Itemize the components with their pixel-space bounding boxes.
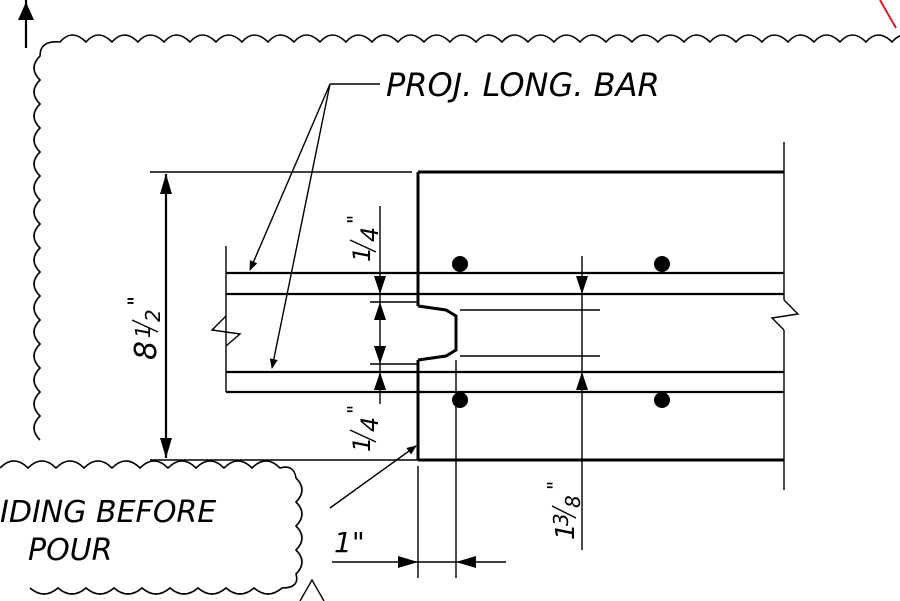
top-offset-inch: " xyxy=(343,215,367,224)
key-width-label: 1" xyxy=(334,526,365,559)
bottom-offset-num: 1 xyxy=(348,437,376,452)
key-width-dimension xyxy=(332,360,506,578)
gap-whole: 1 xyxy=(551,523,581,540)
quarter-inch-dimensions xyxy=(370,206,418,404)
gap-inch: " xyxy=(543,481,567,490)
depth-frac-den: 2 xyxy=(141,309,165,322)
leader-upper-bar xyxy=(249,83,331,271)
rebar-bottom-right xyxy=(654,392,670,408)
gap-frac-num: 3 xyxy=(549,513,573,526)
revision-cloud-note xyxy=(0,460,303,595)
bottom-offset-inch: " xyxy=(343,405,367,414)
revision-triangle xyxy=(299,578,325,601)
rebar-top-left xyxy=(452,256,468,272)
gap-frac-den: 8 xyxy=(561,495,585,508)
red-revision-mark xyxy=(879,0,897,29)
revision-cloud-main xyxy=(33,34,900,441)
top-offset-num: 1 xyxy=(348,247,376,262)
rebar-top-right xyxy=(654,256,670,272)
overall-depth-dimension: 8 1 2 " xyxy=(125,171,418,461)
left-slab xyxy=(210,246,418,394)
bottom-offset-den: 4 xyxy=(356,417,384,432)
top-offset-den: 4 xyxy=(356,227,384,242)
note-line-1: IDING BEFORE xyxy=(0,495,216,530)
depth-whole: 8 xyxy=(129,341,164,360)
note-line-2: POUR xyxy=(28,533,113,568)
leader-lower-bar xyxy=(269,83,331,369)
top-left-arrow xyxy=(18,0,34,48)
rebar-bottom-left xyxy=(452,392,468,408)
proj-long-bar-label: PROJ. LONG. BAR xyxy=(386,66,660,104)
right-slab xyxy=(416,142,800,490)
depth-frac-num: 1 xyxy=(131,325,155,338)
note-leader xyxy=(329,445,417,509)
depth-inch: " xyxy=(125,296,150,306)
gap-dimension xyxy=(460,256,600,550)
